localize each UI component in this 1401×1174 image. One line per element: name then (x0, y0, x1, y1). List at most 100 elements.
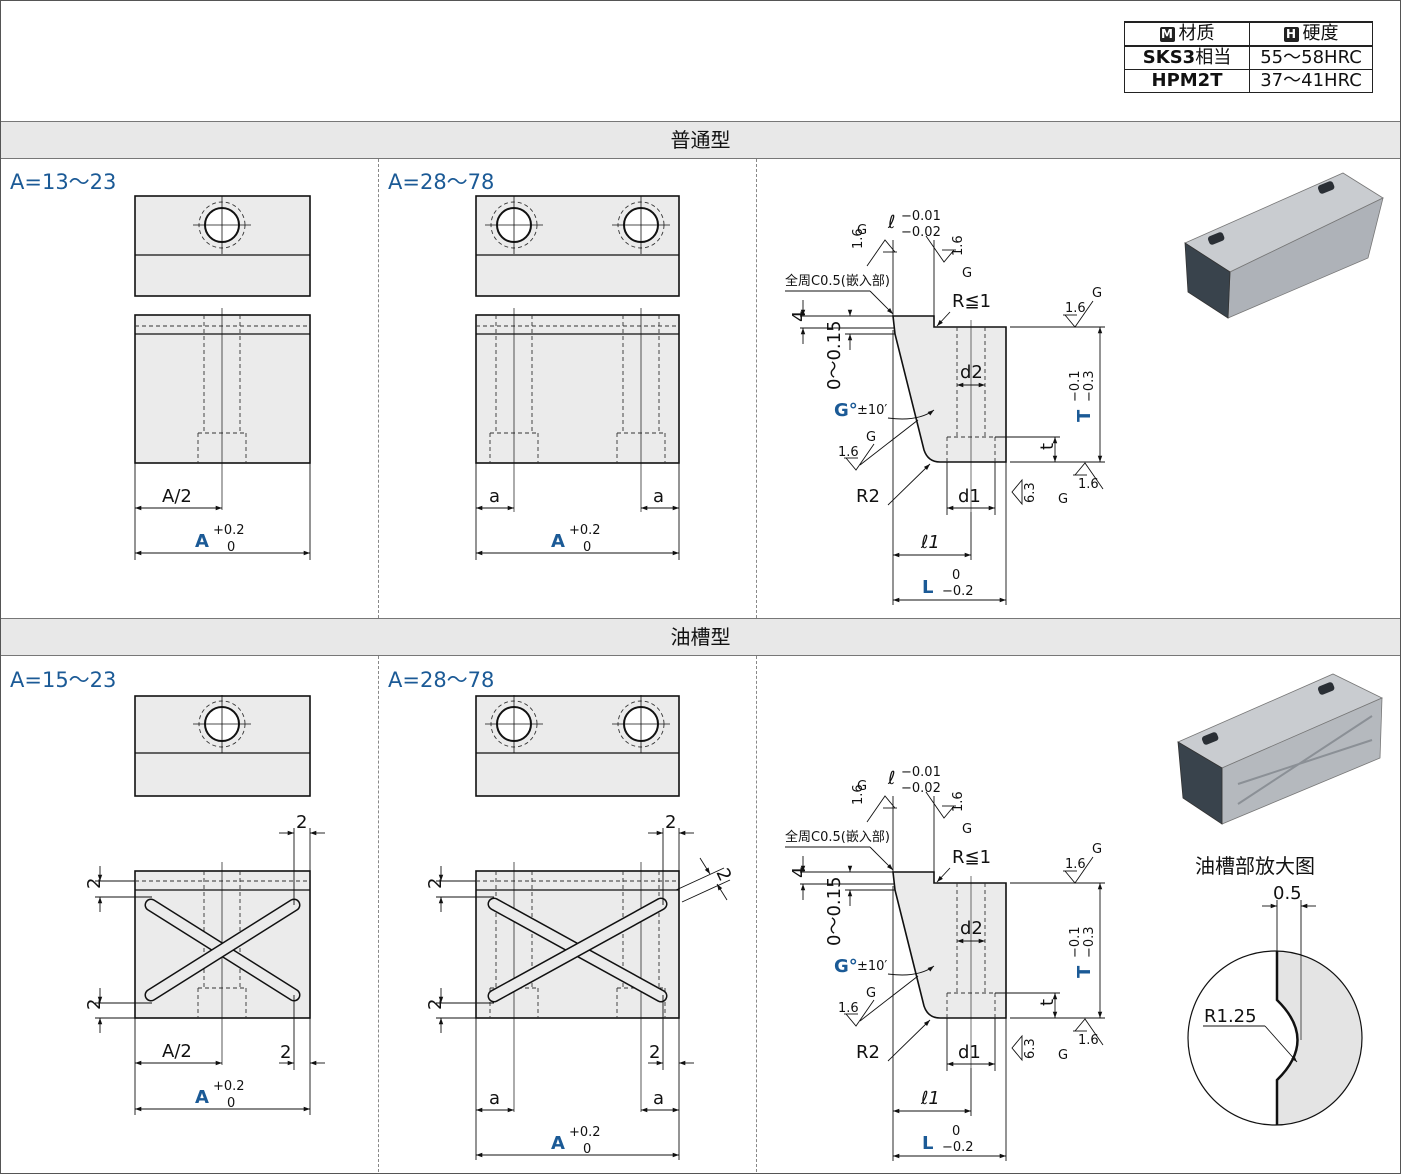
range-label-standard-small: A=13～23 (10, 170, 117, 194)
roughness-label: 6.3 (1023, 1038, 1038, 1059)
product-image-standard (1184, 172, 1384, 319)
counterbore-depth-label: t (1037, 443, 1058, 450)
width-tol-upper: +0.2 (569, 523, 601, 538)
width-tol-lower: 0 (227, 1096, 235, 1111)
standard-large-top-view (475, 195, 680, 297)
standard-small-dimensions: A/2 A +0.2 0 (134, 463, 311, 560)
oil-large-front-view (475, 862, 680, 1112)
angle-label: G° (834, 956, 858, 977)
hole-pitch-label: a (653, 486, 664, 507)
roughness-label: 1.6 (1078, 1033, 1099, 1048)
length-tol-upper: 0 (952, 568, 960, 583)
height-label: T (1074, 409, 1095, 422)
roughness-grade: G (962, 822, 972, 837)
hole-pitch-label: a (653, 1088, 664, 1109)
material-cell: HPM2T (1124, 69, 1250, 93)
angle-tol: ±10′ (857, 959, 887, 974)
roughness-grade: G (866, 986, 876, 1001)
oil-small-dimensions: 2 2 2 2 A/2 A +0.2 0 (84, 812, 325, 1115)
hardness-cell: 37～41HRC (1249, 69, 1373, 93)
roughness-grade: G (962, 266, 972, 281)
counterbore-depth-label: t (1037, 999, 1058, 1006)
material-badge-icon: M (1159, 27, 1175, 42)
width-tol-lower: 0 (583, 1142, 591, 1157)
width-tol-lower: 0 (227, 540, 235, 555)
root-radius-label: R2 (856, 1042, 880, 1063)
column-divider (756, 159, 757, 618)
chamfer-note: 全周C0.5(嵌入部) (785, 829, 890, 845)
hardness-badge-icon: H (1283, 27, 1299, 42)
section-title-oil-groove: 油槽型 (1, 618, 1400, 656)
screw-position-label: ℓ1 (920, 532, 940, 553)
hole-pitch-label: a (489, 486, 500, 507)
column-divider (756, 656, 757, 1172)
angle-tol: ±10′ (857, 403, 887, 418)
width-tol-upper: +0.2 (213, 523, 245, 538)
counterbore-d2-label: d2 (960, 362, 983, 383)
angle-label: G° (834, 400, 858, 421)
roughness-label: 1.6 (951, 791, 966, 812)
lip-length-tol-upper: −0.01 (901, 765, 941, 780)
width-tol-upper: +0.2 (213, 1079, 245, 1094)
root-radius-label: R2 (856, 486, 880, 507)
roughness-label: 6.3 (1023, 482, 1038, 503)
lip-length-tol-upper: −0.01 (901, 209, 941, 224)
roughness-grade: G (857, 779, 867, 794)
groove-end-label: 2 (296, 812, 307, 833)
range-label-standard-large: A=28～78 (388, 170, 495, 194)
height-tol-upper: −0.1 (1068, 926, 1083, 958)
range-label-oil-small: A=15～23 (10, 668, 117, 692)
roughness-grade: G (857, 223, 867, 238)
length-tol-lower: −0.2 (942, 1140, 974, 1155)
lip-height-label: 4 (789, 867, 810, 878)
roughness-label: 1.6 (838, 445, 859, 460)
standard-small-top-view (134, 195, 311, 297)
roughness-label: 1.6 (1065, 857, 1086, 872)
groove-end-label: 2 (665, 812, 676, 833)
lip-length-symbol: ℓ (887, 212, 895, 233)
roughness-grade: G (1092, 842, 1102, 857)
oil-side-view: 4 0～0.15 ℓ −0.01 −0.02 1.6 G 1.6 G 全周C0.… (785, 765, 1105, 1161)
corner-radius-label: R≦1 (952, 291, 991, 312)
column-divider (378, 656, 379, 1172)
hole-d1-label: d1 (958, 1042, 981, 1063)
oil-small-top-view (134, 694, 311, 797)
width-label: A (551, 1133, 565, 1154)
standard-small-front-view (134, 308, 311, 510)
width-label: A (551, 531, 565, 552)
roughness-label: 1.6 (1078, 477, 1099, 492)
hardness-cell: 55～58HRC (1249, 45, 1373, 70)
detail-title: 油槽部放大图 (1195, 854, 1315, 878)
roughness-label: 1.6 (851, 228, 866, 249)
width-tol-upper: +0.2 (569, 1125, 601, 1140)
lip-length-symbol: ℓ (887, 768, 895, 789)
groove-end-label: 2 (280, 1042, 291, 1063)
length-tol-lower: −0.2 (942, 584, 974, 599)
corner-radius-label: R≦1 (952, 847, 991, 868)
length-label: L (922, 577, 933, 598)
groove-offset-label: 2 (425, 999, 446, 1010)
roughness-grade: G (866, 430, 876, 445)
offset-range-label: 0～0.15 (824, 876, 845, 946)
roughness-label: 1.6 (838, 1001, 859, 1016)
section-title-standard: 普通型 (1, 121, 1400, 159)
half-width-label: A/2 (162, 1041, 192, 1062)
height-tol-upper: −0.1 (1068, 370, 1083, 402)
spec-row: SKS3相当 55～58HRC (1124, 45, 1373, 70)
offset-range-label: 0～0.15 (824, 320, 845, 390)
width-tol-lower: 0 (583, 540, 591, 555)
lip-length-tol-lower: −0.02 (901, 225, 941, 240)
range-label-oil-large: A=28～78 (388, 668, 495, 692)
standard-large-front-view (475, 308, 680, 512)
standard-side-view: 4 0～0.15 ℓ −0.01 −0.02 1.6 G 1.6 G 全周C0.… (785, 209, 1105, 605)
hole-d1-label: d1 (958, 486, 981, 507)
groove-offset-label: 2 (84, 999, 105, 1010)
width-label: A (195, 1087, 209, 1108)
groove-width-label: 0.5 (1273, 883, 1302, 904)
lip-height-label: 4 (789, 311, 810, 322)
chamfer-note: 全周C0.5(嵌入部) (785, 273, 890, 289)
groove-offset-label: 2 (425, 878, 446, 889)
